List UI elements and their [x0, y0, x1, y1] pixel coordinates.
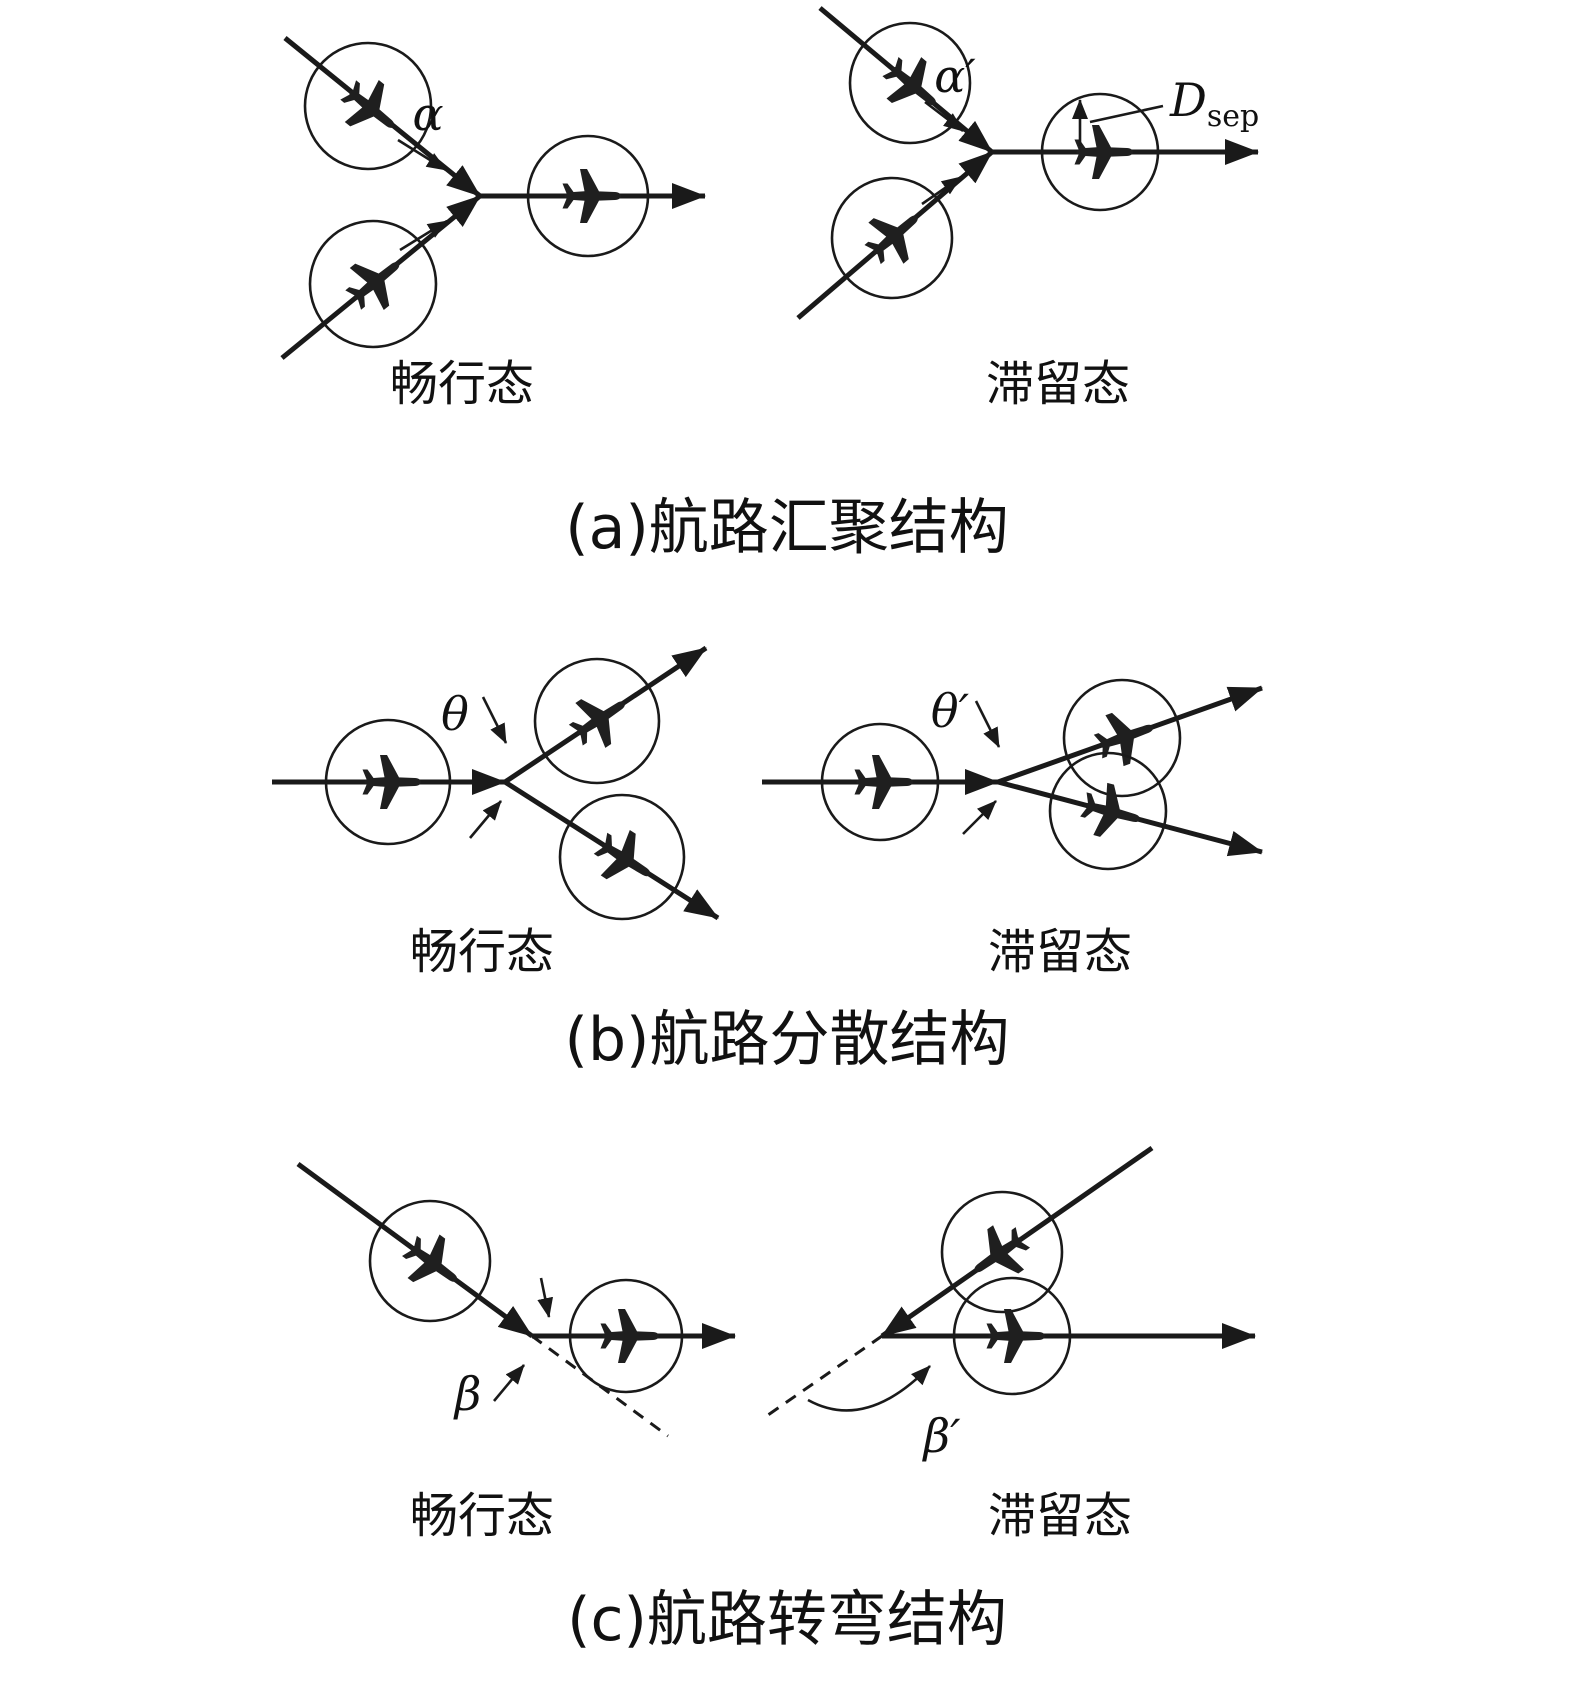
airplane-icon: [336, 242, 416, 322]
panel-c-turning: β 畅行态 β′ 滞留态 (c)航路转弯结构: [296, 1145, 1256, 1655]
protection-zone-circle: [1062, 678, 1182, 798]
angle-tick-arrow: [537, 1277, 554, 1318]
free-flow-label: 畅行态: [410, 1488, 554, 1544]
panel-b-congested-diagram: θ′ 滞留态: [762, 678, 1263, 980]
panel-a-convergence: α 畅行态 α′ Dsep: [280, 6, 1259, 563]
congested-label: 滞留态: [986, 356, 1130, 412]
aircraft-zone: [324, 718, 452, 846]
aircraft-zone: [303, 41, 433, 171]
airplane-icon: [362, 755, 421, 809]
airplane-icon: [393, 1224, 473, 1303]
angle-label-theta-prime: θ′: [931, 684, 970, 738]
angle-label-alpha-prime: α′: [934, 49, 976, 103]
protection-zone-circle: [526, 134, 650, 258]
airplane-icon: [1074, 125, 1133, 179]
protection-zone-circle: [1040, 92, 1160, 212]
angle-tick-arrow: [921, 175, 962, 206]
airplane-icon: [331, 68, 411, 148]
aircraft-zone: [848, 21, 972, 145]
aircraft-zone: [1062, 678, 1182, 798]
aircraft-zone: [952, 1276, 1072, 1396]
protection-zone-circle: [952, 1276, 1072, 1396]
free-flow-label: 畅行态: [390, 356, 534, 412]
protection-zone-circle: [558, 793, 686, 921]
airplane-icon: [562, 169, 621, 223]
panel-b-caption: (b)航路分散结构: [565, 1005, 1010, 1075]
angle-tick-arrow: [962, 800, 997, 835]
dsep-subscript: sep: [1207, 99, 1259, 134]
aircraft-zone: [368, 1199, 492, 1323]
congested-label: 滞留态: [988, 924, 1132, 980]
protection-zone-circle: [303, 41, 433, 171]
panel-c-caption: (c)航路转弯结构: [567, 1585, 1007, 1655]
protection-zone-circle: [1048, 751, 1168, 871]
aircraft-zone: [558, 793, 686, 921]
angle-tick-arrow: [974, 700, 1001, 748]
angle-tick-arrow: [469, 800, 502, 839]
aircraft-zone: [940, 1190, 1064, 1314]
angle-tick-arrow: [399, 219, 448, 252]
airplane-icon: [986, 1309, 1045, 1363]
airplane-icon: [560, 680, 640, 758]
angle-arc-arrow: [807, 1365, 931, 1412]
angle-label-beta: β: [453, 1367, 482, 1421]
angle-tick-arrow: [493, 1364, 525, 1402]
protection-zone-circle: [568, 1278, 684, 1394]
panel-b-free-flow-diagram: θ 畅行态: [272, 645, 720, 980]
airplane-icon: [854, 755, 913, 809]
dsep-symbol: D: [1169, 73, 1207, 127]
airplane-icon: [600, 1309, 659, 1363]
panel-b-divergence: θ 畅行态 θ′ 滞留态 (b)航路分散结构: [272, 645, 1263, 1075]
protection-zone-circle: [940, 1190, 1064, 1314]
angle-tick-arrow: [481, 696, 508, 744]
protection-zone-circle: [820, 722, 940, 842]
panel-a-caption: (a)航路汇聚结构: [565, 493, 1009, 563]
free-flow-label: 畅行态: [410, 924, 554, 980]
congested-label: 滞留态: [988, 1488, 1132, 1544]
protection-zone-circle: [533, 657, 661, 785]
airplane-icon: [959, 1215, 1039, 1294]
aircraft-zone: [1040, 92, 1160, 212]
airplane-icon: [1076, 778, 1147, 846]
angle-tick-arrow: [397, 138, 447, 172]
airplane-icon: [585, 820, 665, 898]
angle-label-beta-prime: β′: [921, 1409, 961, 1463]
protection-zone-circle: [368, 1199, 492, 1323]
angle-tick-arrow: [924, 100, 964, 133]
aircraft-zone: [308, 219, 438, 349]
aircraft-zone: [568, 1278, 684, 1394]
panel-c-free-flow-diagram: β 畅行态: [296, 1161, 736, 1544]
angle-label-theta: θ: [441, 687, 469, 741]
aircraft-zone: [526, 134, 650, 258]
panel-a-congested-diagram: α′ Dsep 滞留态: [796, 6, 1259, 412]
aircraft-zone: [820, 722, 940, 842]
airplane-icon: [855, 196, 935, 276]
aircraft-zone: [830, 176, 954, 300]
protection-zone-circle: [848, 21, 972, 145]
separation-leader-line: [1089, 104, 1164, 124]
protection-zone-circle: [324, 718, 452, 846]
protection-zone-circle: [308, 219, 438, 349]
angle-label-alpha: α: [412, 87, 443, 141]
separation-label: Dsep: [1169, 73, 1259, 134]
aircraft-zone: [533, 657, 661, 785]
route-extension-dashed-line: [767, 1334, 883, 1417]
protection-zone-circle: [830, 176, 954, 300]
airplane-icon: [1088, 701, 1163, 772]
panel-c-congested-diagram: β′ 滞留态: [767, 1145, 1256, 1544]
panel-a-free-flow-diagram: α 畅行态: [280, 36, 706, 412]
aircraft-zone: [1048, 751, 1168, 871]
